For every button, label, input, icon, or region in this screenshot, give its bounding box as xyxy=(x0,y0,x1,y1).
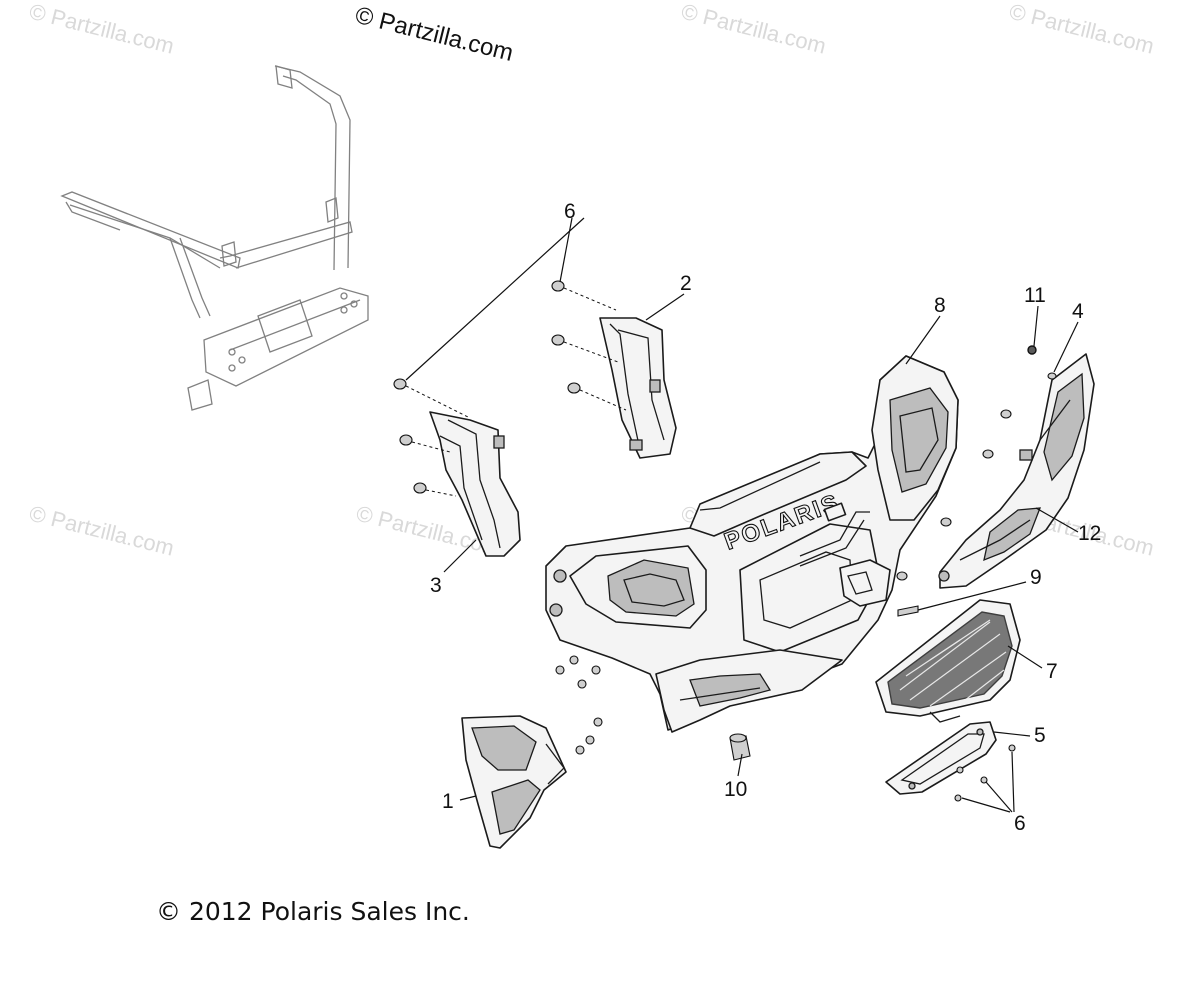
fasteners xyxy=(393,280,1057,802)
part-2-bracket xyxy=(599,317,677,459)
callout-9: 9 xyxy=(1030,566,1042,589)
part-3-bracket xyxy=(429,411,521,557)
callout-labels: 6 2 3 8 11 4 12 9 7 5 10 1 6 xyxy=(430,200,1101,835)
callout-3: 3 xyxy=(430,574,442,597)
copyright-text: © 2012 Polaris Sales Inc. xyxy=(156,897,470,926)
brush-guard xyxy=(60,65,369,411)
watermark-faded: © Partzilla.com xyxy=(27,0,177,59)
part-1-vent-panel xyxy=(461,715,567,849)
callout-5: 5 xyxy=(1034,724,1046,747)
leader-lines xyxy=(405,217,1079,813)
callout-1: 1 xyxy=(442,790,454,813)
part-5-skid-plate xyxy=(885,721,997,795)
part-12-side-panel xyxy=(938,353,1095,589)
callout-10: 10 xyxy=(724,778,747,801)
callout-6-bottom: 6 xyxy=(1014,812,1026,835)
callout-4: 4 xyxy=(1072,300,1084,323)
callout-11: 11 xyxy=(1024,284,1046,307)
part-7-grille xyxy=(875,599,1021,723)
part-8-front-bumper: POLARIS xyxy=(545,355,959,733)
callout-6-top: 6 xyxy=(564,200,576,223)
watermark-faded: © Partzilla.com xyxy=(679,0,829,59)
watermark-main: © Partzilla.com xyxy=(353,2,516,67)
watermark-faded: © Partzilla.com xyxy=(27,501,177,561)
watermark-faded: © Partzilla.com xyxy=(1007,0,1157,59)
callout-12: 12 xyxy=(1078,522,1101,545)
callout-7: 7 xyxy=(1046,660,1058,683)
callout-2: 2 xyxy=(680,272,692,295)
callout-8: 8 xyxy=(934,294,946,317)
